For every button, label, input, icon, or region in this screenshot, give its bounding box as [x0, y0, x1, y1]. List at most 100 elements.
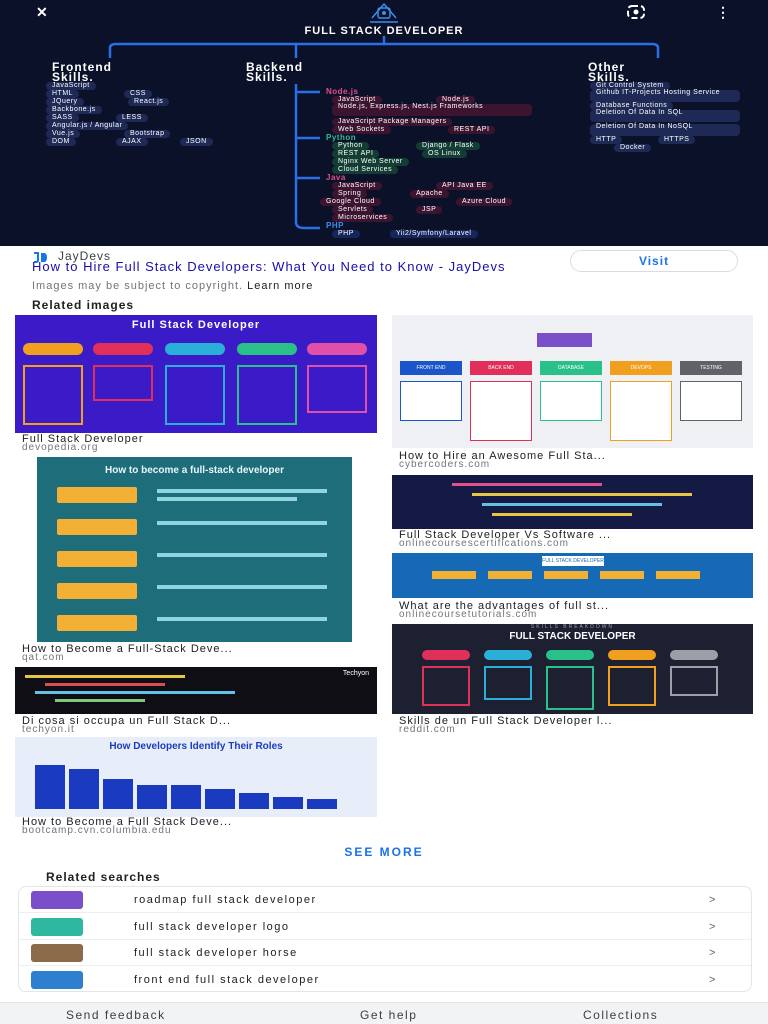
related-image-caption[interactable]: Full Stack Developer Vs Software ... [399, 530, 612, 540]
copyright-notice: Images may be subject to copyright. Lear… [32, 280, 313, 292]
close-icon[interactable]: ✕ [36, 4, 48, 20]
backend-skill-pill: JavaScript [332, 96, 382, 104]
send-feedback-link[interactable]: Send feedback [66, 1008, 166, 1022]
related-search-thumb [31, 917, 83, 936]
thumb-title: How to become a full-stack developer [105, 465, 284, 476]
chevron-right-icon: > [709, 947, 716, 959]
related-image-caption[interactable]: Di cosa si occupa un Full Stack D... [22, 716, 232, 726]
frontend-skill-pill: Backbone.js [46, 106, 102, 114]
related-search-item[interactable]: full stack developer logo > [19, 914, 751, 940]
related-image-thumb[interactable]: How to become a full-stack developer [37, 457, 352, 642]
backend-section-heading: Node.js [326, 87, 359, 96]
frontend-skill-pill: LESS [116, 114, 148, 122]
backend-section-heading: PHP [326, 221, 344, 230]
backend-skill-pill: Python [332, 142, 369, 150]
related-search-thumb [31, 891, 83, 909]
frontend-skill-pill: DOM [46, 138, 76, 146]
related-image-domain: techyon.it [22, 724, 75, 735]
related-image-thumb[interactable] [392, 475, 753, 529]
frontend-skill-pill: Bootstrap [124, 130, 171, 138]
backend-section-heading: Python [326, 133, 357, 142]
more-vert-icon[interactable]: ⋮ [716, 4, 730, 20]
thumb-column-body [680, 381, 742, 421]
related-image-caption[interactable]: How to Become a Full-Stack Deve... [22, 644, 233, 654]
learn-more-link[interactable]: Learn more [247, 280, 314, 292]
source-title-link[interactable]: How to Hire Full Stack Developers: What … [32, 259, 506, 274]
visit-button[interactable]: Visit [570, 250, 738, 272]
frontend-heading-sub: Skills. [52, 70, 94, 84]
backend-skill-pill: Web Sockets [332, 126, 391, 134]
related-image-thumb[interactable]: Full Stack Developer [15, 315, 377, 433]
tree-connectors [108, 36, 660, 230]
get-help-link[interactable]: Get help [360, 1008, 418, 1022]
related-image-caption[interactable]: Full Stack Developer [22, 434, 144, 444]
related-image-thumb[interactable]: SKILLS BREAKDOWN FULL STACK DEVELOPER [392, 624, 753, 714]
related-search-label: full stack developer logo [134, 920, 290, 933]
backend-skill-pill: Yii2/Symfony/Laravel [390, 230, 478, 238]
backend-skill-pill: Spring [332, 190, 368, 198]
related-image-domain: reddit.com [399, 724, 456, 735]
related-image-caption[interactable]: What are the advantages of full st... [399, 601, 610, 611]
other-skill-pill: HTTPS [658, 136, 696, 144]
backend-skill-pill: Node.js [436, 96, 476, 104]
related-image-caption[interactable]: How to Hire an Awesome Full Sta... [399, 451, 606, 461]
related-image-caption[interactable]: Skills de un Full Stack Developer l... [399, 716, 613, 726]
backend-skill-pill: Django / Flask [416, 142, 480, 150]
source-info: JayDevs How to Hire Full Stack Developer… [0, 246, 768, 296]
related-image-thumb[interactable]: FULL STACK DEVELOPER [392, 553, 753, 598]
see-more-button[interactable]: SEE MORE [344, 845, 424, 859]
thumb-title: FULL STACK DEVELOPER [542, 556, 604, 566]
other-skill-pill: Git Control System [590, 82, 670, 90]
backend-skill-pill: Microservices [332, 214, 394, 222]
thumb-column-head: TESTING [680, 361, 742, 375]
frontend-heading: Frontend [52, 60, 112, 74]
related-search-item[interactable]: full stack developer horse > [19, 940, 751, 966]
backend-skill-pill: REST API [332, 150, 380, 158]
thumb-column-body [400, 381, 462, 421]
related-image-caption[interactable]: How to Become a Full Stack Deve... [22, 817, 233, 827]
backend-heading-sub: Skills. [246, 70, 288, 84]
backend-skill-pill: Nginx Web Server [332, 158, 409, 166]
thumb-bar [171, 785, 201, 809]
developer-logo-icon [370, 2, 398, 23]
related-search-label: full stack developer horse [134, 947, 298, 959]
chevron-right-icon: > [709, 973, 716, 986]
lens-icon[interactable] [626, 4, 646, 20]
related-searches-list: roadmap full stack developer>full stack … [18, 886, 752, 992]
related-image-thumb[interactable]: Techyon [15, 667, 377, 714]
thumb-column-body [540, 381, 602, 421]
backend-skill-pill: PHP [332, 230, 360, 238]
related-image-domain: cybercoders.com [399, 459, 491, 470]
other-skill-pill: Deletion Of Data In SQL [590, 109, 740, 122]
thumb-brand: Techyon [342, 670, 369, 677]
thumb-title: Full Stack Developer [131, 319, 261, 331]
backend-skill-pill: Google Cloud [320, 198, 381, 206]
source-site-name[interactable]: JayDevs [58, 249, 112, 263]
related-search-item[interactable]: roadmap full stack developer> [19, 887, 751, 913]
frontend-skill-pill: JQuery [46, 98, 84, 106]
backend-skill-pill: API Java EE [436, 182, 493, 190]
backend-skill-pill: Servlets [332, 206, 374, 214]
related-search-label: front end full stack developer [134, 973, 320, 986]
frontend-skill-pill: JSON [180, 138, 213, 146]
related-search-thumb [31, 944, 83, 962]
backend-skill-pill: Apache [410, 190, 449, 198]
thumb-column-head: DATABASE [540, 361, 602, 375]
related-searches-heading: Related searches [46, 870, 161, 884]
backend-skill-pill: Azure Cloud [456, 198, 513, 206]
chevron-right-icon: > [709, 920, 716, 933]
thumb-bar [239, 793, 269, 809]
frontend-skill-pill: Angular.js / Angular [46, 122, 129, 130]
related-image-thumb[interactable]: How Developers Identify Their Roles [15, 737, 377, 817]
related-search-item[interactable]: front end full stack developer > [19, 967, 751, 992]
frontend-skill-pill: HTML [46, 90, 80, 98]
frontend-skill-pill: Vue.js [46, 130, 81, 138]
backend-section-heading: Java [326, 173, 346, 182]
thumb-column-head: FRONT END [400, 361, 462, 375]
collections-link[interactable]: Collections [583, 1008, 659, 1022]
backend-skill-pill: REST API [448, 126, 496, 134]
related-search-thumb [31, 970, 83, 989]
other-skill-pill: Deletion Of Data In NoSQL [590, 123, 740, 136]
